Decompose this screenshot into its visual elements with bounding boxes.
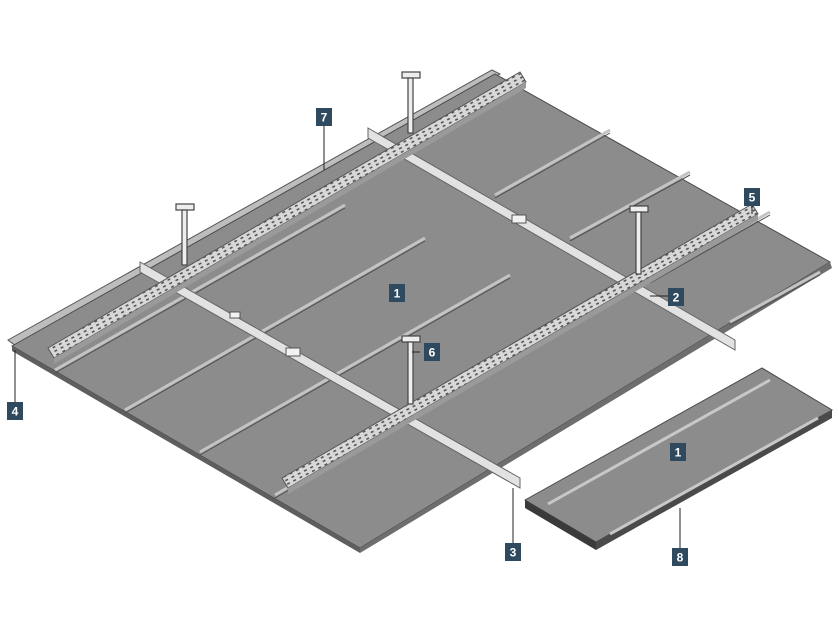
callout-4: 4 — [7, 402, 23, 420]
callout-1b-label: 1 — [675, 446, 682, 460]
ceiling-assembly — [7, 69, 832, 553]
callout-8-label: 8 — [677, 551, 684, 565]
perforated-carrier-front — [281, 203, 759, 494]
panel-front-edge — [12, 346, 360, 553]
callout-1a-label: 1 — [394, 287, 401, 301]
suspension-hanger-4 — [401, 335, 421, 405]
suspension-hanger-1 — [175, 203, 195, 266]
suspension-hanger-3 — [629, 205, 649, 275]
callout-3: 3 — [505, 543, 521, 561]
callout-3-label: 3 — [510, 546, 517, 560]
callout-2: 2 — [668, 288, 684, 306]
callout-7: 7 — [316, 108, 332, 126]
callout-7-label: 7 — [321, 111, 328, 125]
callouts: 1 2 3 4 5 6 7 1 8 — [7, 108, 760, 566]
callout-5: 5 — [744, 188, 760, 206]
callout-6: 6 — [424, 343, 440, 361]
suspension-hanger-2 — [401, 71, 421, 134]
callout-8: 8 — [672, 548, 688, 566]
callout-6-label: 6 — [429, 346, 436, 360]
callout-2-label: 2 — [673, 291, 680, 305]
perforated-carrier-back — [47, 71, 527, 364]
leader-lines — [14, 126, 753, 548]
callout-4-label: 4 — [12, 405, 19, 419]
callout-1b: 1 — [670, 443, 686, 461]
cross-carrier-2 — [367, 127, 736, 351]
callout-5-label: 5 — [749, 191, 756, 205]
callout-1a: 1 — [389, 284, 405, 302]
